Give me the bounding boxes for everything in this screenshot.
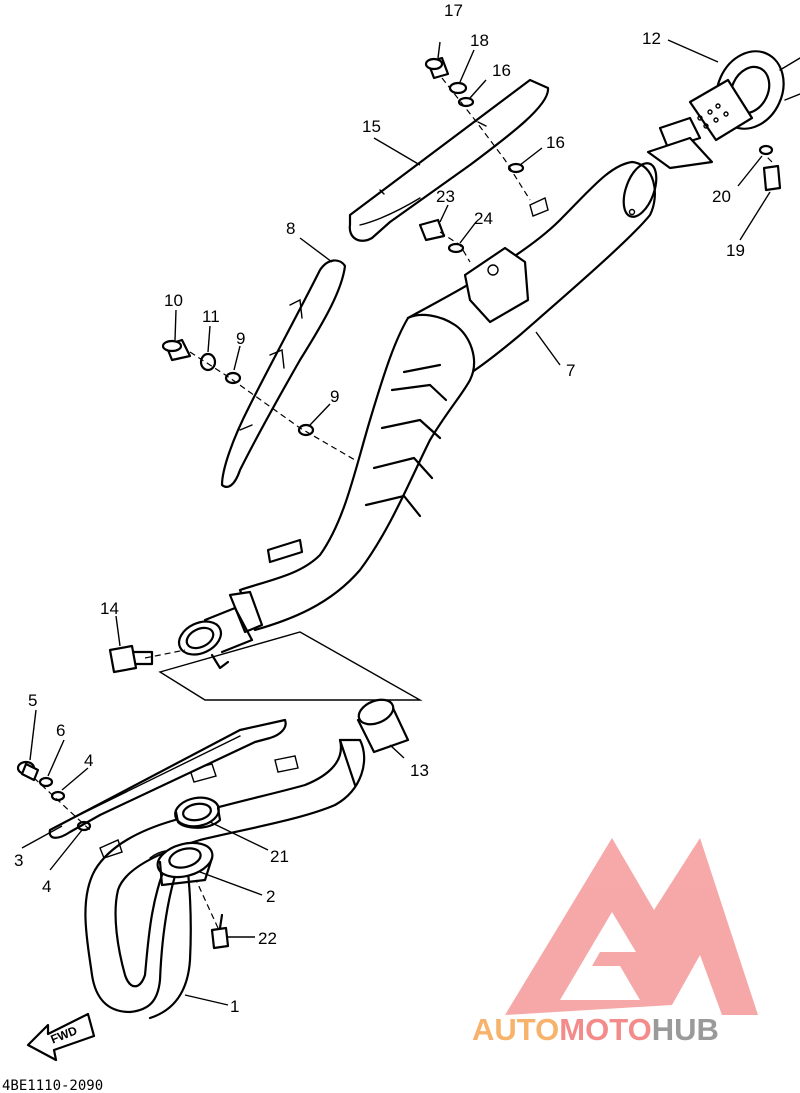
exhaust-pipe-1 xyxy=(84,738,366,1020)
callout-3: 3 xyxy=(14,851,23,870)
watermark-moto: MOTO xyxy=(559,1012,651,1047)
callout-6: 6 xyxy=(56,721,65,740)
callout-7: 7 xyxy=(566,361,575,380)
callout-15: 15 xyxy=(362,117,381,136)
callout-17: 17 xyxy=(444,1,463,20)
callout-4-upper: 4 xyxy=(84,751,93,770)
callout-21: 21 xyxy=(270,847,289,866)
callout-16-lower: 16 xyxy=(546,133,565,152)
callout-9-upper: 9 xyxy=(236,329,245,348)
watermark-text: AUTOMOTOHUB xyxy=(472,1012,719,1047)
assembly-lines xyxy=(33,77,773,929)
callout-2: 2 xyxy=(266,887,275,906)
gasket-21 xyxy=(174,796,222,829)
callout-22: 22 xyxy=(258,929,277,948)
callout-9-lower: 9 xyxy=(330,387,339,406)
callout-10: 10 xyxy=(164,291,183,310)
leader-lines xyxy=(21,39,771,1006)
diagram-code: 4BE1110-2090 xyxy=(2,1078,103,1093)
callout-11: 11 xyxy=(202,307,220,326)
callout-4-lower: 4 xyxy=(42,877,51,896)
callout-19: 19 xyxy=(726,241,745,260)
callout-18: 18 xyxy=(470,31,489,50)
protector-8 xyxy=(220,259,347,488)
fwd-arrow: FWD xyxy=(26,1012,96,1062)
flange-2 xyxy=(156,841,214,887)
joint-13 xyxy=(356,698,410,754)
watermark-auto: AUTO xyxy=(472,1012,559,1047)
callout-labels: 17 18 16 15 16 12 20 19 23 24 8 10 11 9 … xyxy=(14,1,745,1016)
callout-13: 13 xyxy=(410,761,429,780)
spark-arrester-12 xyxy=(646,50,800,170)
callout-1: 1 xyxy=(230,997,239,1016)
protector-3 xyxy=(48,718,287,839)
callout-12: 12 xyxy=(642,29,661,48)
callout-23: 23 xyxy=(436,187,455,206)
callout-24: 24 xyxy=(474,209,493,228)
callout-20: 20 xyxy=(712,187,731,206)
protector-15 xyxy=(348,78,550,242)
watermark-logo xyxy=(505,838,758,1015)
callout-5: 5 xyxy=(28,691,37,710)
watermark-hub: HUB xyxy=(652,1012,719,1047)
fasteners xyxy=(16,56,782,950)
muffler-assembly xyxy=(177,160,658,670)
callout-14: 14 xyxy=(100,599,119,618)
callout-8: 8 xyxy=(286,219,295,238)
callout-16-upper: 16 xyxy=(492,61,511,80)
